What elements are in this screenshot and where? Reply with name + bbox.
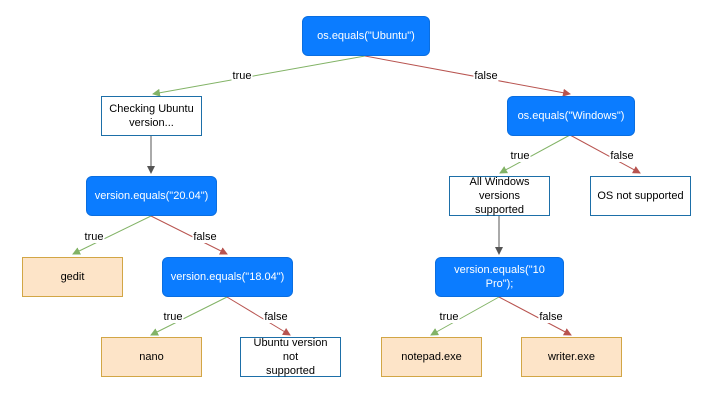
edge-10pro-false	[498, 296, 572, 336]
edge-label-false: false	[538, 311, 564, 323]
edge-label-false: false	[192, 231, 218, 243]
result-notepad-exe: notepad.exe	[381, 337, 482, 377]
decision-version-2004: version.equals("20.04")	[86, 176, 217, 216]
edge-2004-false	[150, 215, 228, 255]
edge-label-true: true	[83, 231, 105, 243]
decision-os-windows: os.equals("Windows")	[507, 96, 635, 136]
edge-label-false: false	[609, 150, 635, 162]
edge-windows-false	[569, 134, 641, 174]
edge-label-true: true	[509, 150, 531, 162]
edge-label-false: false	[473, 70, 499, 82]
edge-windows-true	[499, 134, 571, 174]
result-gedit: gedit	[22, 257, 123, 297]
decision-version-10pro: version.equals("10 Pro");	[435, 257, 564, 297]
result-os-not-supported: OS not supported	[590, 176, 691, 216]
edge-label-true: true	[438, 311, 460, 323]
result-ubuntu-version-not-supported: Ubuntu version not supported	[240, 337, 341, 377]
edge-ubuntu-true	[152, 55, 366, 97]
decision-version-1804: version.equals("18.04")	[162, 257, 293, 297]
process-all-windows-supported: All Windows versions supported	[449, 176, 550, 216]
edge-label-true: true	[231, 70, 253, 82]
edge-10pro-true	[430, 296, 500, 336]
edge-1804-false	[226, 296, 291, 336]
edge-2004-true	[72, 215, 152, 255]
decision-os-ubuntu: os.equals("Ubuntu")	[302, 16, 430, 56]
edge-label-false: false	[263, 311, 289, 323]
result-writer-exe: writer.exe	[521, 337, 622, 377]
edge-label-true: true	[162, 311, 184, 323]
edge-ubuntu-false	[364, 55, 571, 97]
edge-1804-true	[150, 296, 228, 336]
process-checking-ubuntu-version: Checking Ubuntu version...	[101, 96, 202, 136]
result-nano: nano	[101, 337, 202, 377]
